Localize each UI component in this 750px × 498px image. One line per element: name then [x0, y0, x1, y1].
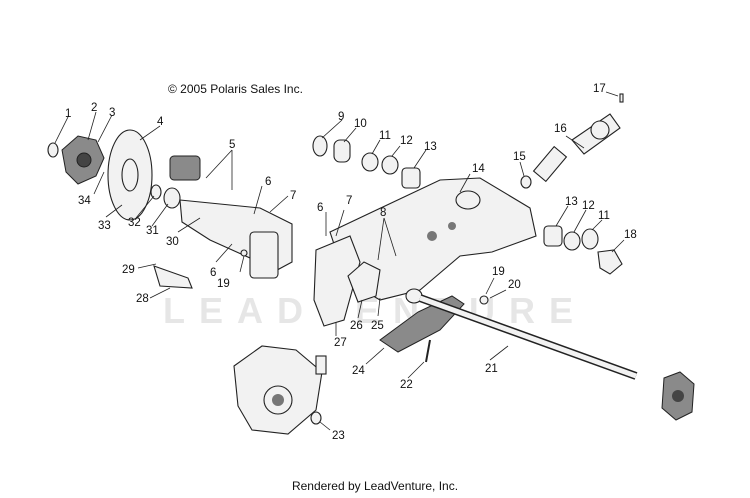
callout-13: 13 — [565, 196, 578, 208]
snap-ring-part-23 — [310, 411, 331, 431]
clip-part-17 — [605, 91, 624, 103]
callout-8: 8 — [380, 207, 386, 219]
callout-1: 1 — [65, 108, 71, 120]
callout-30: 30 — [166, 236, 179, 248]
callout-28: 28 — [136, 293, 149, 305]
callout-7: 7 — [346, 195, 352, 207]
callout-12: 12 — [400, 135, 413, 147]
bearing-carrier-part-30 — [177, 199, 293, 279]
bushing-part-18 — [597, 239, 625, 275]
callout-25: 25 — [371, 320, 384, 332]
callout-23: 23 — [332, 430, 345, 442]
callout-26: 26 — [350, 320, 363, 332]
hub-right-part — [661, 371, 695, 421]
washer-part-1 — [47, 116, 69, 158]
callout-5: 5 — [229, 139, 235, 151]
pivot-housing-part-27 — [313, 235, 361, 336]
link-part-28-29 — [137, 263, 193, 299]
bolt-part-22 — [407, 339, 431, 379]
callout-15: 15 — [513, 151, 526, 163]
callout-19: 19 — [217, 278, 230, 290]
callout-31: 31 — [146, 225, 159, 237]
washer-part-15 — [519, 161, 532, 189]
callout-12: 12 — [582, 200, 595, 212]
callout-labels: 1 2 3 4 5 6 7 6 7 6 8 9 10 11 12 13 14 1… — [65, 83, 637, 442]
bearing-part-31 — [151, 187, 181, 227]
callout-18: 18 — [624, 229, 637, 241]
callout-11: 11 — [598, 210, 610, 222]
callout-22: 22 — [400, 379, 413, 391]
callout-17: 17 — [593, 83, 606, 95]
callout-10: 10 — [354, 118, 367, 130]
spacer-part-32 — [135, 184, 162, 219]
brake-caliper-part — [169, 149, 233, 190]
swing-arm-part-14 — [329, 173, 537, 304]
brake-disc-part-33 — [105, 125, 161, 221]
callout-24: 24 — [352, 365, 365, 377]
callout-2: 2 — [91, 102, 97, 114]
bolt-part-19-20 — [479, 277, 507, 305]
callout-33: 33 — [98, 220, 111, 232]
callout-20: 20 — [508, 279, 521, 291]
callout-34: 34 — [78, 195, 91, 207]
callout-32: 32 — [128, 217, 141, 229]
callout-9: 9 — [338, 111, 344, 123]
callout-11: 11 — [379, 130, 391, 142]
final-drive-part — [233, 345, 327, 435]
callout-19: 19 — [492, 266, 505, 278]
callout-29: 29 — [122, 264, 135, 276]
callout-14: 14 — [472, 163, 485, 175]
callout-6: 6 — [317, 202, 323, 214]
copyright-text: © 2005 Polaris Sales Inc. — [168, 82, 303, 96]
axle-part-21 — [418, 294, 638, 380]
plate-part-26 — [347, 261, 381, 319]
callout-3: 3 — [109, 107, 115, 119]
cotter-part-34 — [93, 171, 105, 195]
callout-6: 6 — [265, 176, 271, 188]
bearing-parts-11-12-13-right — [543, 205, 603, 251]
seal-part-9-10 — [312, 119, 357, 163]
callout-21: 21 — [485, 363, 498, 375]
callout-16: 16 — [554, 123, 567, 135]
callout-4: 4 — [157, 116, 164, 128]
bolts-part-6-7 — [215, 185, 289, 273]
callout-27: 27 — [334, 337, 347, 349]
callout-13: 13 — [424, 141, 437, 153]
bearing-parts-11-12-13-left — [361, 139, 427, 189]
driveshaft-part-16 — [532, 113, 621, 183]
callout-7: 7 — [290, 190, 296, 202]
footer-credit: Rendered by LeadVenture, Inc. — [291, 479, 459, 493]
hub-part-2 — [61, 111, 113, 185]
bolts-part-8 — [325, 209, 397, 261]
callout-6: 6 — [210, 267, 216, 279]
